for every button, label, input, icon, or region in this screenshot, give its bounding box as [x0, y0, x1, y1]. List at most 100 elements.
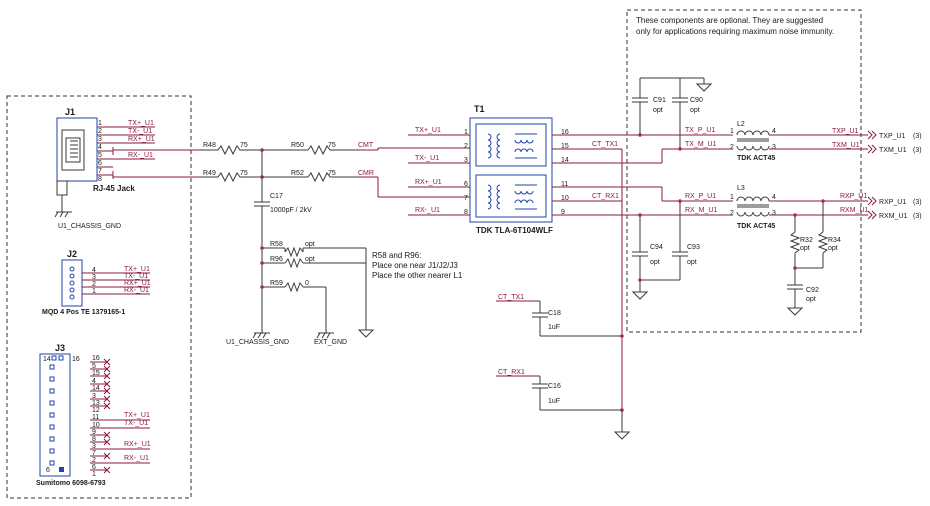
svg-text:TX_P_U1: TX_P_U1	[685, 127, 715, 134]
svg-text:14: 14	[92, 385, 100, 392]
svg-text:(3): (3)	[913, 133, 922, 140]
svg-text:3: 3	[772, 144, 776, 151]
j1-gnd-label: U1_CHASSIS_GND	[58, 223, 121, 230]
svg-text:6: 6	[464, 181, 468, 188]
svg-text:TX-_U1: TX-_U1	[128, 128, 152, 135]
t1-ref: T1	[474, 104, 485, 114]
svg-text:1uF: 1uF	[548, 398, 560, 405]
optional-group-border	[626, 9, 862, 333]
svg-text:75: 75	[328, 170, 336, 177]
svg-text:TX-_U1: TX-_U1	[124, 420, 148, 427]
j3-ref: J3	[55, 343, 65, 353]
svg-text:3: 3	[772, 210, 776, 217]
svg-text:RX-_U1: RX-_U1	[124, 287, 149, 294]
svg-text:opt: opt	[650, 259, 660, 266]
svg-text:1: 1	[92, 288, 96, 295]
j2-ref: J2	[67, 249, 77, 259]
j1-body	[56, 117, 98, 182]
svg-text:C18: C18	[548, 310, 561, 317]
svg-text:10: 10	[561, 195, 569, 202]
svg-text:2: 2	[98, 128, 102, 135]
svg-text:C90: C90	[690, 97, 703, 104]
svg-text:RX-_U1: RX-_U1	[128, 152, 153, 159]
svg-text:7: 7	[98, 168, 102, 175]
l3-choke: L3 1 4 2 3 TDK ACT45 RX_P_U1 RX_M_U1	[685, 185, 776, 230]
svg-text:15: 15	[561, 143, 569, 150]
svg-text:13: 13	[92, 400, 100, 407]
svg-text:4: 4	[92, 267, 96, 274]
svg-text:TX+_U1: TX+_U1	[124, 266, 150, 273]
svg-text:15: 15	[92, 370, 100, 377]
svg-text:10: 10	[92, 422, 100, 429]
svg-text:2: 2	[92, 281, 96, 288]
svg-text:CT_TX1: CT_TX1	[592, 141, 618, 148]
t1-transformer: T1 TDK TLA-6T104WLF 1 2 3 6 7 8 TX+_U1 T…	[408, 104, 733, 235]
chassis-gnd-label: U1_CHASSIS_GND	[226, 339, 289, 346]
svg-text:3: 3	[92, 274, 96, 281]
svg-text:RX-_U1: RX-_U1	[124, 455, 149, 462]
svg-text:4: 4	[92, 378, 96, 385]
svg-text:R58: R58	[270, 241, 283, 248]
svg-text:opt: opt	[828, 245, 838, 252]
svg-text:75: 75	[240, 142, 248, 149]
svg-text:R96: R96	[270, 256, 283, 263]
j1-ref: J1	[65, 107, 75, 117]
svg-text:R50: R50	[291, 142, 304, 149]
svg-text:TX-_U1: TX-_U1	[415, 155, 439, 162]
svg-text:3: 3	[464, 157, 468, 164]
svg-text:7: 7	[464, 195, 468, 202]
svg-text:14: 14	[43, 356, 51, 363]
svg-text:TX+_U1: TX+_U1	[415, 127, 441, 134]
svg-text:L3: L3	[737, 185, 745, 192]
svg-text:14: 14	[561, 157, 569, 164]
svg-text:2: 2	[730, 210, 734, 217]
l2-choke: L2 1 4 2 3 TDK ACT45 TX_P_U1 TX_M_U1	[685, 121, 776, 162]
svg-text:opt: opt	[305, 241, 315, 248]
svg-text:R34: R34	[828, 237, 841, 244]
svg-text:RXP_U1: RXP_U1	[840, 193, 867, 200]
rx-termination: R32 opt R34 opt C92 opt	[786, 199, 841, 316]
svg-text:1: 1	[464, 129, 468, 136]
svg-text:1: 1	[730, 194, 734, 201]
svg-text:5: 5	[98, 152, 102, 159]
svg-text:1uF: 1uF	[548, 324, 560, 331]
svg-text:opt: opt	[800, 245, 810, 252]
r58-note-line1: R58 and R96:	[372, 251, 421, 260]
svg-text:16: 16	[92, 355, 100, 362]
svg-text:CT_RX1: CT_RX1	[592, 193, 619, 200]
svg-text:C91: C91	[653, 97, 666, 104]
optional-note-line1: These components are optional. They are …	[636, 16, 823, 25]
svg-text:4: 4	[772, 194, 776, 201]
svg-text:opt: opt	[687, 259, 697, 266]
svg-text:RXM_U1: RXM_U1	[879, 213, 908, 220]
svg-text:3: 3	[98, 136, 102, 143]
cmr-label: CMR	[358, 170, 374, 177]
svg-text:R59: R59	[270, 280, 283, 287]
svg-text:7: 7	[92, 450, 96, 457]
optional-caps: C91 opt C90 opt C94 opt C93 opt	[631, 77, 713, 300]
svg-text:8: 8	[98, 176, 102, 183]
svg-text:16: 16	[72, 356, 80, 363]
cmt-label: CMT	[358, 142, 374, 149]
svg-text:RX+_U1: RX+_U1	[124, 280, 151, 287]
t1-name: TDK TLA-6T104WLF	[476, 226, 553, 235]
svg-text:C94: C94	[650, 244, 663, 251]
svg-text:(3): (3)	[913, 199, 922, 206]
svg-text:TXP_U1: TXP_U1	[832, 128, 859, 135]
svg-text:16: 16	[561, 129, 569, 136]
j1-name: RJ-45 Jack	[93, 184, 135, 193]
r58-note-line3: Place the other nearer L1	[372, 271, 463, 280]
svg-text:TXM_U1: TXM_U1	[832, 142, 860, 149]
svg-text:RX+_U1: RX+_U1	[128, 136, 155, 143]
output-ports: TXP_U1 TXM_U1 RXP_U1 RXM_U1 TXP_U1 TXM_U…	[769, 128, 922, 220]
svg-text:6: 6	[92, 464, 96, 471]
svg-text:4: 4	[98, 144, 102, 151]
svg-text:11: 11	[561, 181, 568, 188]
termination-network: R48 75 R49 75 R50 75 CMT R52 75 CMR C17 …	[200, 142, 470, 346]
svg-text:(3): (3)	[913, 147, 922, 154]
svg-text:RXP_U1: RXP_U1	[879, 199, 906, 206]
svg-text:1: 1	[730, 128, 734, 135]
svg-text:8: 8	[464, 209, 468, 216]
svg-text:RX-_U1: RX-_U1	[415, 207, 440, 214]
